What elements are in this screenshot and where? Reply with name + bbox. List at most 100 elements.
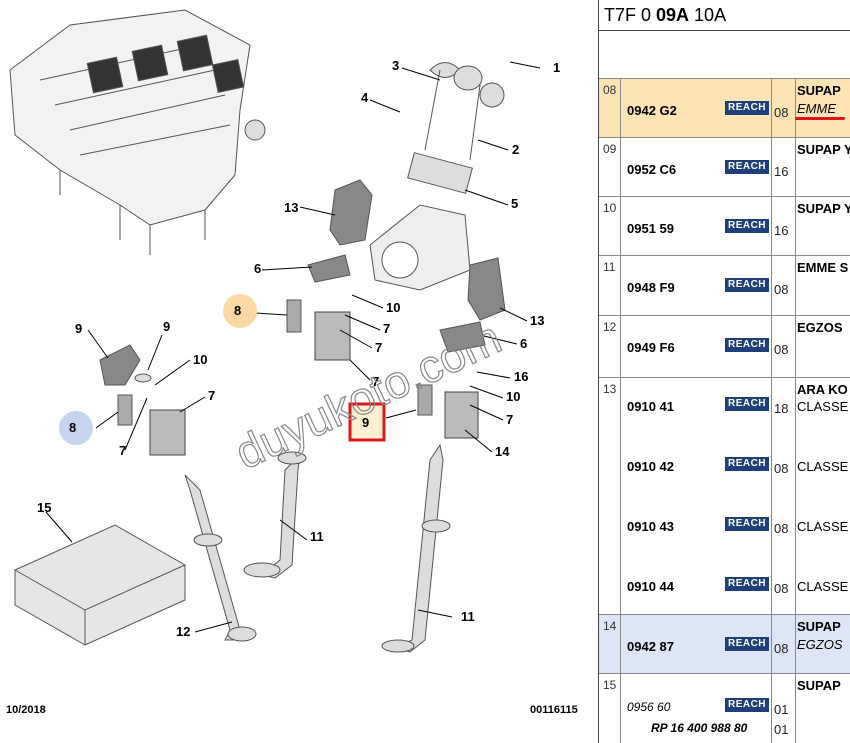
reach-badge: REACH (725, 577, 769, 591)
reach-badge: REACH (725, 160, 769, 174)
callout-label-12: 12 (176, 624, 190, 639)
table-header: T7F 0 09A 10A (599, 0, 850, 30)
callout-label-7: 7 (372, 374, 379, 389)
part-number[interactable]: 0948 F9 (627, 280, 675, 295)
part-number[interactable]: 0942 G2 (627, 103, 677, 118)
callout-label-7: 7 (208, 388, 215, 403)
cylinder-head-illustration (9, 9, 266, 255)
callout-label-7: 7 (383, 321, 390, 336)
part-description: EMME S (795, 256, 850, 315)
springs (149, 311, 479, 456)
reach-badge: REACH (725, 637, 769, 651)
callout-label-15: 15 (37, 500, 51, 515)
part-number[interactable]: 0949 F6 (627, 340, 675, 355)
part-row-09[interactable]: 09 0952 C6 REACH 16 SUPAP Y (599, 137, 850, 196)
row-number: 10 (599, 197, 621, 255)
part-class: CLASSE (797, 399, 849, 414)
row-number: 14 (599, 615, 621, 673)
part-description: SUPAP (795, 674, 850, 743)
part-class: CLASSE (797, 519, 849, 534)
reach-badge: REACH (725, 219, 769, 233)
callout-label-10: 10 (193, 352, 207, 367)
left-rocker-assembly (99, 344, 152, 426)
part-description: SUPAP EGZOS (795, 615, 850, 673)
description-title: SUPAP (797, 83, 841, 98)
description-title: EGZOS (797, 320, 843, 335)
part-description: EGZOS (795, 316, 850, 377)
highlight-circle-orange (223, 294, 257, 328)
part-number[interactable]: 0910 41 (627, 399, 674, 414)
callout-label-7: 7 (375, 340, 382, 355)
quantity: 08 (774, 641, 789, 656)
callout-label-6: 6 (254, 261, 261, 276)
callout-label-2: 2 (512, 142, 519, 157)
quantity: 18 (774, 401, 789, 416)
quantity: 01 (774, 702, 789, 717)
part-number[interactable]: 0910 42 (627, 459, 674, 474)
description-title: EMME S (797, 260, 849, 275)
row-number: 12 (599, 316, 621, 377)
description-title: SUPAP Y (797, 142, 850, 157)
description-title: SUPAP Y (797, 201, 850, 216)
part-number[interactable]: 0952 C6 (627, 162, 677, 177)
callout-label-5: 5 (511, 196, 518, 211)
callout-label-11: 11 (461, 609, 475, 624)
highlight-box-red (348, 402, 386, 442)
callout-label-8: 8 (234, 303, 241, 318)
valve-seal-box (14, 524, 186, 646)
header-prefix: T7F 0 (604, 5, 657, 25)
reach-badge: REACH (725, 457, 769, 471)
part-number[interactable]: 0951 59 (627, 221, 674, 236)
header-suffix: 10A (689, 5, 727, 25)
description-subtitle: EMME (797, 101, 836, 116)
callout-label-16: 16 (514, 369, 528, 384)
part-row-14[interactable]: 14 0942 87 REACH 08 SUPAP EGZOS (599, 614, 850, 673)
description-subtitle: EGZOS (797, 637, 843, 652)
upper-assembly (286, 62, 506, 416)
callout-label-7: 7 (119, 443, 126, 458)
quantity: 08 (774, 521, 789, 536)
quantity: 16 (774, 164, 789, 179)
reference-number: 00116115 (530, 704, 578, 716)
part-description: SUPAP Y (795, 197, 850, 255)
callout-label-7: 7 (506, 412, 513, 427)
part-number[interactable]: 0956 60 (627, 700, 671, 714)
callout-label-8: 8 (69, 420, 76, 435)
callout-label-3: 3 (392, 58, 399, 73)
row-number: 08 (599, 79, 621, 137)
callout-label-10: 10 (506, 389, 520, 404)
row-number: 11 (599, 256, 621, 315)
highlight-circle-blue (59, 411, 93, 445)
reach-badge: REACH (725, 517, 769, 531)
reach-badge: REACH (725, 397, 769, 411)
quantity: 08 (774, 342, 789, 357)
callout-label-9: 9 (163, 319, 170, 334)
replacement-part-number[interactable]: RP 16 400 988 80 (651, 721, 748, 735)
row-number: 15 (599, 674, 621, 743)
description-title: ARA KO (797, 382, 848, 397)
callout-label-9: 9 (75, 321, 82, 336)
part-number[interactable]: 0910 44 (627, 579, 674, 594)
callout-label-11: 11 (310, 529, 324, 544)
quantity: 08 (774, 105, 789, 120)
callout-label-4: 4 (361, 90, 369, 105)
part-number[interactable]: 0910 43 (627, 519, 674, 534)
reach-badge: REACH (725, 338, 769, 352)
description-title: SUPAP (797, 619, 841, 634)
row-number: 09 (599, 138, 621, 196)
part-number[interactable]: 0942 87 (627, 639, 674, 654)
quantity: 08 (774, 581, 789, 596)
reach-badge: REACH (725, 278, 769, 292)
callout-label-9: 9 (362, 415, 369, 430)
part-row-12[interactable]: 12 0949 F6 REACH 08 EGZOS (599, 315, 850, 377)
callout-label-10: 10 (386, 300, 400, 315)
header-code: 09A (656, 5, 690, 25)
